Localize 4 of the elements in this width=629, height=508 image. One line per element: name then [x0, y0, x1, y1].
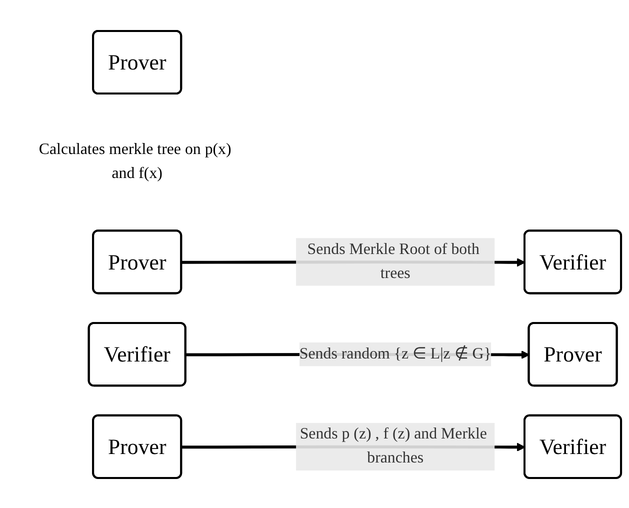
edge-label: Sends Merkle Root of both trees — [307, 240, 480, 282]
edge-label: Sends random {z ∈ L|z ∉ G} — [299, 344, 492, 362]
edge-label: Sends p (z) , f (z) and Merkle branches — [300, 425, 487, 466]
node-label: Calculates merkle tree on p(x) and f(x) — [38, 140, 232, 182]
